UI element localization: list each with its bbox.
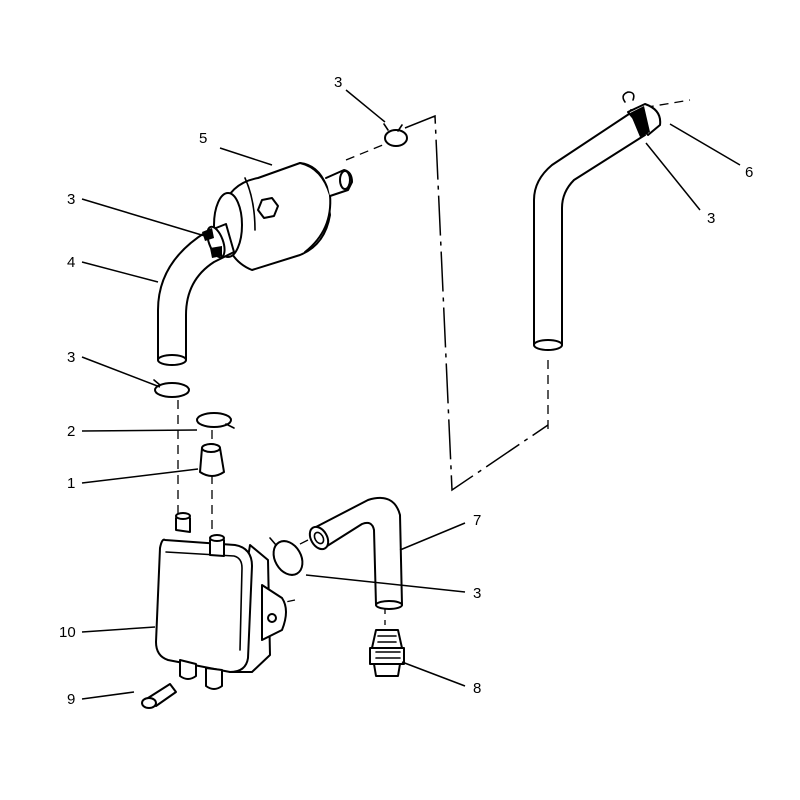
callout-3-elbow: 3: [473, 585, 481, 602]
fuel-pump: [155, 512, 287, 690]
leader-lines: [81, 89, 741, 700]
callout-3-right: 3: [707, 210, 715, 227]
callout-5: 5: [199, 130, 207, 147]
callout-6: 6: [745, 164, 753, 181]
hose-right: [533, 91, 662, 351]
callout-4: 4: [67, 254, 75, 271]
callout-3-filter: 3: [67, 191, 75, 208]
hose-clamp-elbow: [269, 537, 304, 576]
hose-fitting: [369, 629, 405, 677]
screw: [141, 683, 177, 709]
callout-3-hose: 3: [67, 349, 75, 366]
callout-7: 7: [473, 512, 481, 529]
elbow-hose: [308, 496, 403, 610]
callout-1: 1: [67, 475, 75, 492]
hose-clamp-lower: [153, 379, 190, 398]
callout-9: 9: [67, 691, 75, 708]
callout-3-top: 3: [334, 74, 342, 91]
callout-labels: 3 5 3 4 3 2 1 10 9 6 3 7 3 8: [59, 74, 753, 708]
clamp-ring: [196, 412, 235, 429]
callout-10: 10: [59, 624, 76, 641]
hose-clamp-upper: [383, 123, 408, 147]
hose-filter-to-pump: [157, 223, 235, 366]
fuel-filter: [213, 162, 353, 271]
rubber-cap: [199, 443, 225, 477]
callout-2: 2: [67, 423, 75, 440]
callout-8: 8: [473, 680, 481, 697]
